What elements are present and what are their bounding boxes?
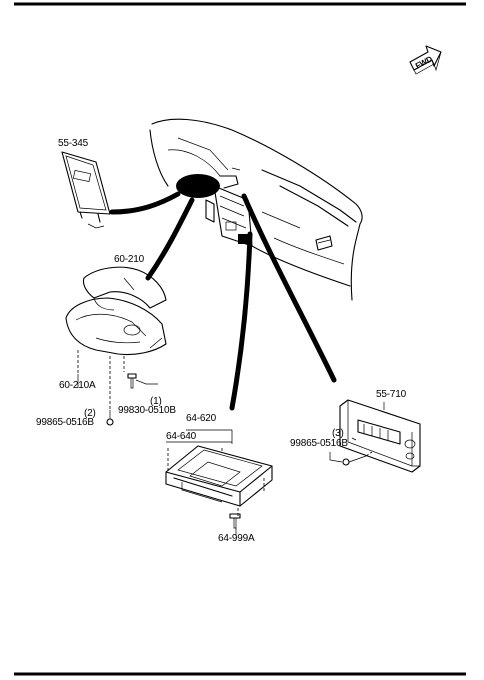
arrow-60-210: [145, 197, 195, 281]
label-55-710: 55-710: [376, 389, 406, 400]
callout-2: (2): [84, 408, 96, 419]
label-99865-0516b-left: 99865-0516B: [36, 417, 94, 428]
arrow-55-345: [109, 191, 181, 215]
label-64-999a: 64-999A: [218, 533, 255, 544]
label-99865-0516b-right: 99865-0516B: [290, 438, 348, 449]
label-64-640: 64-640: [166, 431, 196, 442]
fwd-arrow-icon: [409, 45, 442, 75]
screw-99830-icon: [127, 373, 137, 389]
screw-64-999a-icon: [229, 513, 241, 529]
screw-99865-left-icon: [106, 410, 114, 426]
arrow-64-620: [229, 231, 253, 411]
part-64-620-shape: [165, 445, 273, 507]
callout-3: (3): [332, 428, 344, 439]
label-99830-0510b: 99830-0510B: [118, 405, 176, 416]
dashboard-assembly: [149, 118, 363, 301]
part-55-345-shape: [61, 151, 111, 229]
label-55-345: 55-345: [58, 138, 88, 149]
part-60-210a-shape: [65, 297, 167, 356]
arrow-55-710: [241, 193, 337, 383]
label-64-620: 64-620: [186, 413, 216, 424]
part-60-210-shape: [82, 266, 167, 311]
label-60-210: 60-210: [114, 254, 144, 265]
callout-1: (1): [150, 396, 162, 407]
part-55-710-shape: [339, 399, 421, 473]
screw-99865-right-icon: [342, 455, 367, 466]
label-60-210a: 60-210A: [59, 380, 96, 391]
